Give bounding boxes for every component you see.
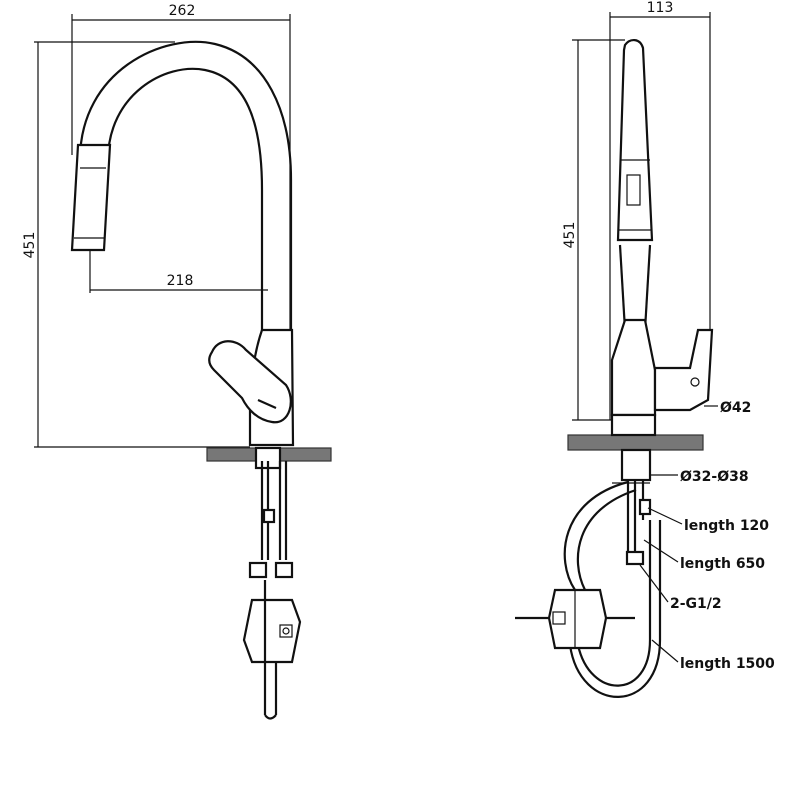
- leader-length-120: [647, 507, 683, 525]
- front-width-label: 262: [169, 3, 196, 19]
- side-width-dimension: 113: [609, 0, 711, 420]
- side-spout-head: [616, 39, 654, 242]
- front-view: 262 451 218: [22, 3, 332, 720]
- hose-loop-upper: [563, 480, 629, 591]
- callout-length-120: length 120: [684, 518, 769, 534]
- leader-length-1500: [651, 639, 679, 663]
- front-reach-label: 218: [167, 273, 194, 289]
- lever-handle: [208, 340, 292, 424]
- callout-g12: 2-G1/2: [670, 596, 722, 612]
- side-view: 113 451: [515, 0, 775, 698]
- side-hose-fitting: [638, 498, 652, 516]
- side-base: [610, 413, 657, 437]
- callout-length-1500: length 1500: [680, 656, 775, 672]
- side-shank: [620, 448, 652, 482]
- spout-inner-contour: [106, 67, 264, 345]
- side-lever-pivot: [690, 377, 700, 387]
- front-height-label: 451: [22, 232, 38, 259]
- side-lever-handle: [653, 328, 714, 412]
- side-countertop-section: [567, 434, 704, 451]
- hose-weight-clip: [279, 624, 293, 638]
- side-spray-button: [626, 174, 641, 206]
- hose-weight: [242, 598, 302, 664]
- hose-loop-upper-inner: [576, 488, 637, 591]
- hose-weight-screw: [282, 627, 290, 635]
- side-height-label: 451: [562, 222, 578, 249]
- side-width-label: 113: [647, 0, 674, 16]
- leader-g12: [639, 564, 669, 603]
- supply-nut-right: [274, 561, 294, 579]
- front-height-dimension: 451: [22, 41, 250, 448]
- callout-length-650: length 650: [680, 556, 765, 572]
- side-weight-clip: [552, 611, 566, 625]
- front-reach-dimension: 218: [89, 250, 268, 293]
- supply-line-marker: [262, 508, 276, 524]
- callout-hole-diameter: Ø32-Ø38: [680, 469, 749, 485]
- supply-nut-left: [248, 561, 268, 579]
- hose-loop-lower-outer: [568, 520, 662, 698]
- spout-outer-contour: [78, 40, 293, 340]
- side-spout-neck-left: [618, 244, 627, 331]
- spray-head: [70, 143, 112, 252]
- hose-loop-lower: [576, 520, 652, 687]
- side-g12-nut: [625, 550, 645, 566]
- side-spout-neck-right: [643, 244, 652, 331]
- side-faucet-body: [610, 318, 657, 417]
- side-hose-weight: [547, 588, 608, 650]
- pullout-hose-end: [264, 714, 277, 720]
- callout-body-diameter: Ø42: [720, 400, 751, 416]
- leader-length-650: [643, 539, 679, 563]
- lever-indicator: [257, 398, 277, 410]
